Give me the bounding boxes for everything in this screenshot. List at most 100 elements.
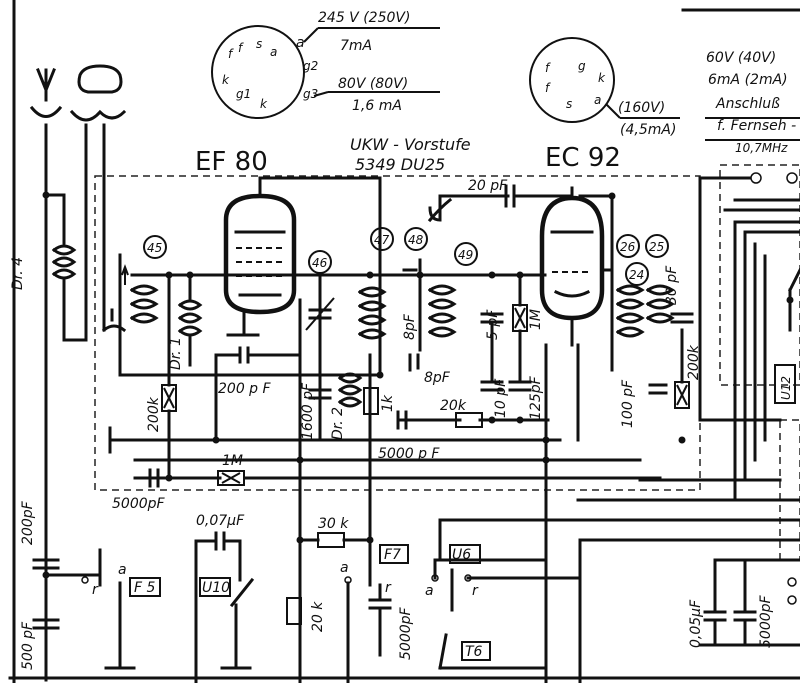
capacitor-500pf-left: 500 pF: [20, 618, 60, 670]
svg-text:a: a: [270, 45, 277, 59]
svg-text:a: a: [594, 93, 601, 107]
c-100pf-label: 100 pF: [620, 379, 636, 428]
capacitor-007uf: 0,07µF: [194, 513, 245, 683]
c-500pf-left-label: 500 pF: [20, 621, 36, 670]
r-20k-b-label: 20 k: [310, 601, 326, 632]
svg-text:a: a: [296, 35, 305, 51]
ef80-screen-current: 1,6 mA: [352, 98, 402, 114]
svg-text:k: k: [222, 73, 230, 87]
svg-text:r: r: [92, 582, 99, 598]
top-right-notes: 60V (40V) 6mA (2mA) Anschluß f. Fernseh …: [705, 50, 800, 155]
capacitor-125pf: 125pF: [508, 329, 544, 420]
svg-text:48: 48: [408, 233, 424, 247]
r-20k-label: 20k: [440, 398, 467, 414]
svg-text:a: a: [340, 560, 349, 576]
note-line2: 6mA (2mA): [708, 72, 788, 88]
svg-text:k: k: [260, 97, 268, 111]
capacitor-200pf: 200 p F: [218, 346, 272, 397]
c-5000pf-a-label: 5000 p F: [378, 446, 440, 462]
coil-47: [357, 286, 387, 340]
marker-25: 25: [645, 234, 669, 258]
coil-26: [615, 284, 675, 338]
svg-text:45: 45: [147, 241, 162, 255]
dr1-label: Dr. 1: [168, 337, 184, 370]
resistor-200k: 200k: [146, 273, 177, 480]
svg-text:g: g: [578, 59, 586, 73]
marker-24: 24: [625, 262, 649, 286]
r-200k-label: 200k: [146, 396, 162, 432]
if-shield-outline: [719, 164, 800, 386]
c-200pf-left-label: 200pF: [20, 500, 36, 545]
stage-title: UKW - Vorstufe: [350, 135, 471, 154]
ef80-screen-voltage: 80V (80V): [338, 76, 408, 92]
svg-text:s: s: [566, 97, 572, 111]
svg-text:g2: g2: [303, 59, 318, 73]
capacitor-30pf: 30 pF: [664, 265, 694, 324]
antenna-symbols: [29, 64, 127, 682]
c-1600pf-label: 1600 pF: [300, 382, 316, 440]
u10-label: U10: [202, 580, 230, 596]
switch-t6: T6: [438, 633, 548, 670]
choke-dr4: Dr. 4: [10, 193, 88, 342]
capacitor-20pf: 20 pF: [468, 178, 516, 208]
marker-48: 48: [404, 227, 428, 251]
switch-f7: a r F7: [340, 544, 409, 683]
right-wiring: U12: [438, 172, 800, 683]
capacitor-005uf: 0,05µF: [688, 558, 727, 648]
switch-u6: a r U6: [425, 544, 582, 612]
resistor-200k-b: 200k: [674, 328, 702, 409]
resistor-30k: 30 k: [298, 516, 372, 548]
svg-text:g3: g3: [303, 87, 318, 101]
f7-label: F7: [384, 547, 401, 563]
c-125pf-label: 125pF: [528, 375, 544, 420]
t6-label: T6: [465, 644, 483, 660]
ef80-anode-current: 7mA: [340, 38, 372, 54]
capacitor-8pf-b: 8pF: [408, 353, 451, 386]
capacitor-5000pf-c: 5000pF: [368, 583, 414, 660]
svg-text:49: 49: [458, 248, 473, 262]
c-20pf-label: 20 pF: [468, 178, 508, 194]
note-line4: f. Fernseh -: [717, 118, 796, 134]
note-line5: 10,7MHz: [735, 141, 788, 155]
ec92-name: EC 92: [545, 143, 621, 173]
u12-label: U12: [779, 376, 793, 400]
note-line1: 60V (40V): [706, 50, 776, 66]
coil-48: [418, 194, 457, 352]
capacitor-1600pf: 1600 pF: [300, 382, 332, 440]
dr4-label: Dr. 4: [10, 257, 26, 290]
r-1k-label: 1k: [380, 394, 396, 412]
r-1m-label: 1M: [222, 453, 243, 469]
capacitor-8pf-a: 8pF: [402, 268, 418, 340]
resistor-20k-horizontal: 20k: [440, 398, 483, 428]
capacitor-5000pf-b: 5000pF: [112, 468, 166, 512]
ef80-name: EF 80: [195, 147, 268, 177]
resistor-1m-horizontal: 1M: [217, 453, 245, 486]
switch-f5: r a F 5: [44, 548, 161, 670]
marker-49: 49: [454, 242, 478, 266]
tube-ec92: EC 92: [539, 143, 621, 347]
choke-dr2: Dr. 2: [330, 372, 363, 440]
ec92-socket-diagram: f g f k s a (160V) (4,5mA): [529, 37, 680, 138]
svg-text:a: a: [425, 583, 434, 599]
c-200pf-label: 200 p F: [218, 381, 272, 397]
c-5000pf-d-label: 5000pF: [758, 594, 774, 648]
capacitor-5000pf-d: 5000pF: [733, 558, 774, 648]
c-5000pf-b-label: 5000pF: [112, 496, 166, 512]
note-line3: Anschluß: [715, 96, 780, 112]
c-5000pf-c-label: 5000pF: [398, 606, 414, 660]
stage-code: 5349 DU25: [355, 155, 445, 174]
f5-label: F 5: [134, 580, 156, 596]
main-wiring: [108, 176, 762, 683]
choke-dr1: Dr. 1: [168, 273, 203, 370]
svg-text:k: k: [598, 71, 606, 85]
svg-text:46: 46: [312, 256, 328, 270]
tube-ef80: EF 80: [195, 147, 297, 337]
ec92-anode-voltage: (160V): [618, 100, 665, 116]
switch-u10: U10: [199, 539, 255, 670]
svg-text:a: a: [118, 562, 127, 578]
r-1m-b-label: 1M: [528, 309, 544, 330]
r-30k-label: 30 k: [318, 516, 349, 532]
resistor-1k: 1k: [363, 387, 396, 415]
ef80-anode-voltage: 245 V (250V): [318, 10, 410, 26]
